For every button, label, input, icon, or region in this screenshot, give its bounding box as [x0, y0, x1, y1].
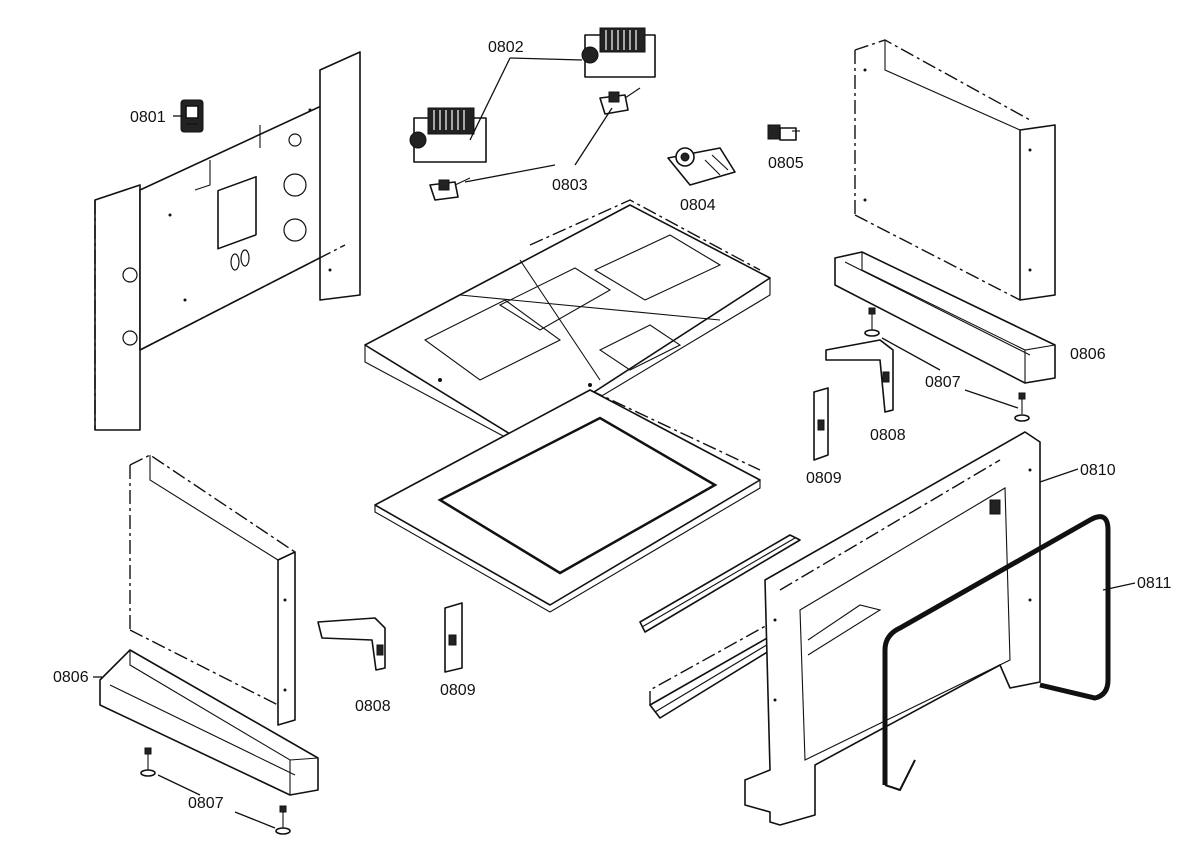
- part-0803-bracket-lower: [429, 177, 471, 201]
- label-0804: 0804: [680, 197, 716, 214]
- part-0801-switch: [180, 99, 204, 133]
- rear-wall-panel: [94, 51, 361, 431]
- part-0807-foot-right-upper: [864, 307, 880, 337]
- part-0804-motor-assembly: [667, 147, 736, 186]
- left-side-panel: [129, 454, 296, 726]
- part-0808-bracket-right: [825, 339, 894, 413]
- label-0802: 0802: [488, 39, 524, 56]
- part-0806-base-rail-right: [834, 251, 1056, 384]
- angle-rail-upper: [639, 534, 801, 633]
- part-0809-rail-right: [813, 387, 829, 461]
- label-0810: 0810: [1080, 462, 1116, 479]
- label-0809-left: 0809: [440, 682, 476, 699]
- leader-lines: [93, 57, 1136, 829]
- part-0808-bracket-left: [317, 617, 386, 671]
- part-labels: 0801 0802 0803 0804 0805 0806 0807 0808 …: [53, 39, 1172, 812]
- part-0805-connector: [767, 124, 800, 141]
- label-0801: 0801: [130, 109, 166, 126]
- part-0807-foot-left-upper: [140, 747, 156, 777]
- part-0807-foot-right-lower: [1014, 392, 1030, 422]
- label-0808-right: 0808: [870, 427, 906, 444]
- label-0807-left: 0807: [188, 795, 224, 812]
- label-0805: 0805: [768, 155, 804, 172]
- label-0803: 0803: [552, 177, 588, 194]
- label-0811: 0811: [1137, 575, 1172, 592]
- label-0809-right: 0809: [806, 470, 842, 487]
- part-0807-foot-left-lower: [275, 805, 291, 835]
- label-0806-left: 0806: [53, 669, 89, 686]
- oven-floor-plate: [374, 389, 761, 613]
- part-0806-base-rail-left: [99, 649, 319, 796]
- label-0807-right: 0807: [925, 374, 961, 391]
- part-0802-fan-upper: [581, 27, 656, 78]
- part-0803-bracket-upper: [599, 87, 641, 115]
- right-side-panel: [854, 39, 1056, 301]
- part-0810-front-frame: [744, 431, 1041, 826]
- part-0809-rail-left: [444, 602, 463, 673]
- label-0806-right: 0806: [1070, 346, 1106, 363]
- part-0811-tube-frame: [882, 514, 1111, 791]
- part-0802-fan-lower: [409, 107, 487, 163]
- label-0808-left: 0808: [355, 698, 391, 715]
